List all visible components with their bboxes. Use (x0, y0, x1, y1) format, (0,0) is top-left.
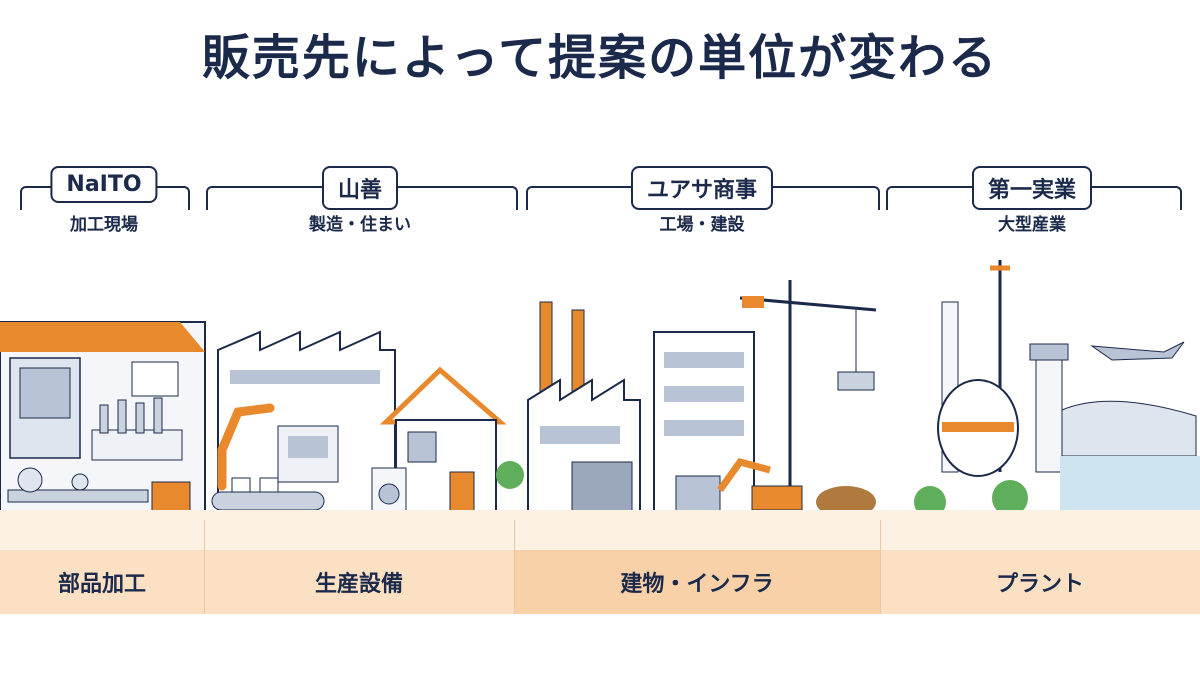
ground-strip (0, 510, 1200, 550)
office-and-crane-illustration (653, 280, 877, 520)
company-name-yuasa: ユアサ商事 (630, 166, 774, 210)
company-sub-daiichi: 大型産業 (998, 215, 1066, 235)
company-name-yamazen: 山善 (321, 166, 399, 210)
company-name-naito: NaITO (50, 166, 158, 203)
band-divider (880, 520, 881, 614)
company-sub-yuasa: 工場・建設 (659, 215, 745, 235)
category-band-plant: プラント (880, 550, 1200, 614)
company-sub-yamazen: 製造・住まい (309, 215, 411, 235)
factory-illustration (211, 330, 396, 516)
category-band-production-equipment: 生産設備 (204, 550, 514, 614)
band-divider (204, 520, 205, 614)
workshop-illustration (0, 321, 206, 530)
band-divider (514, 520, 515, 614)
category-band-parts-machining: 部品加工 (0, 550, 204, 614)
industrial-building-illustration (527, 301, 641, 519)
company-sub-naito: 加工現場 (70, 215, 138, 235)
page-title: 販売先によって提案の単位が変わる (201, 30, 999, 86)
plant-illustration (914, 260, 1200, 518)
company-name-daiichi: 第一実業 (971, 166, 1093, 210)
category-band-buildings-infrastructure: 建物・インフラ (514, 550, 880, 614)
industry-illustration (0, 260, 1200, 530)
house-illustration (371, 366, 524, 519)
